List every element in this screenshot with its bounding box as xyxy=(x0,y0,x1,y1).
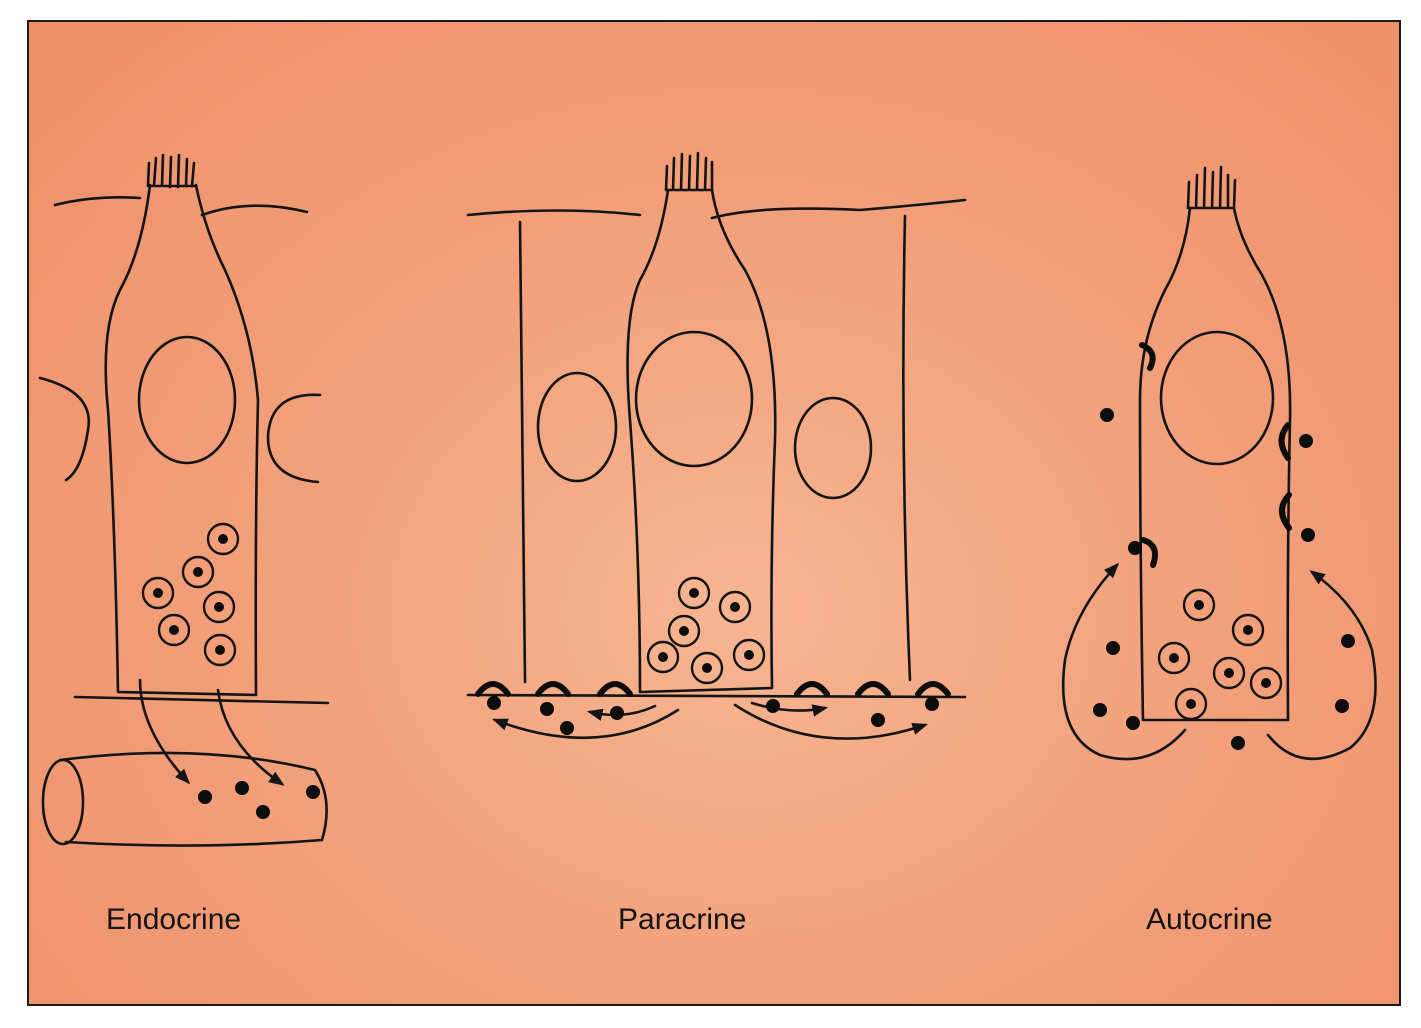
neighbor-cell-top-right xyxy=(200,204,309,217)
receptors xyxy=(475,681,951,697)
secretory-granules xyxy=(141,522,240,667)
microvilli xyxy=(1186,165,1237,210)
label-paracrine: Paracrine xyxy=(618,903,747,936)
basement-membrane xyxy=(73,695,330,705)
neighbor-nucleus-right xyxy=(793,396,873,500)
microvilli xyxy=(146,153,198,189)
neighbor-cell-top-left xyxy=(53,196,142,207)
neighbor-nucleus-left xyxy=(536,371,618,483)
autocrine-cell xyxy=(1138,206,1292,722)
signal-flow-arrow xyxy=(492,708,680,740)
hormone-molecules xyxy=(198,781,320,819)
signal-flow-arrow xyxy=(733,703,928,740)
endocrine-panel xyxy=(38,153,330,847)
cell-nucleus xyxy=(137,335,237,465)
neighbor-cell-right-wall xyxy=(902,214,912,682)
paracrine-cell xyxy=(626,188,777,694)
blood-vessel xyxy=(41,751,328,847)
neighbor-cell-left xyxy=(38,376,91,482)
signal-molecules xyxy=(487,696,939,735)
microvilli xyxy=(664,151,714,192)
basement-membrane xyxy=(466,693,967,699)
cell-nucleus xyxy=(634,330,754,468)
secretory-granules xyxy=(646,576,766,685)
signal-molecules xyxy=(1093,408,1355,750)
autocrine-feedback-arrow xyxy=(1266,570,1377,761)
paracrine-panel xyxy=(466,151,967,740)
signal-flow-arrow xyxy=(750,701,829,717)
label-endocrine: Endocrine xyxy=(106,903,242,936)
endocrine-cell xyxy=(104,183,260,697)
cell-nucleus xyxy=(1159,330,1275,466)
label-autocrine: Autocrine xyxy=(1146,903,1273,936)
receptors xyxy=(1139,342,1292,568)
autocrine-feedback-arrow xyxy=(1061,562,1187,761)
neighbor-cell-left-wall xyxy=(518,220,527,684)
neighbor-cell-top-left xyxy=(466,209,642,217)
neighbor-cell-right xyxy=(266,393,322,484)
hormone-flow-arrow xyxy=(216,688,285,786)
neighbor-cell-top-right xyxy=(710,198,967,220)
secretory-granules xyxy=(1157,588,1283,721)
hormone-flow-arrow xyxy=(138,678,191,785)
autocrine-panel xyxy=(1061,165,1377,761)
